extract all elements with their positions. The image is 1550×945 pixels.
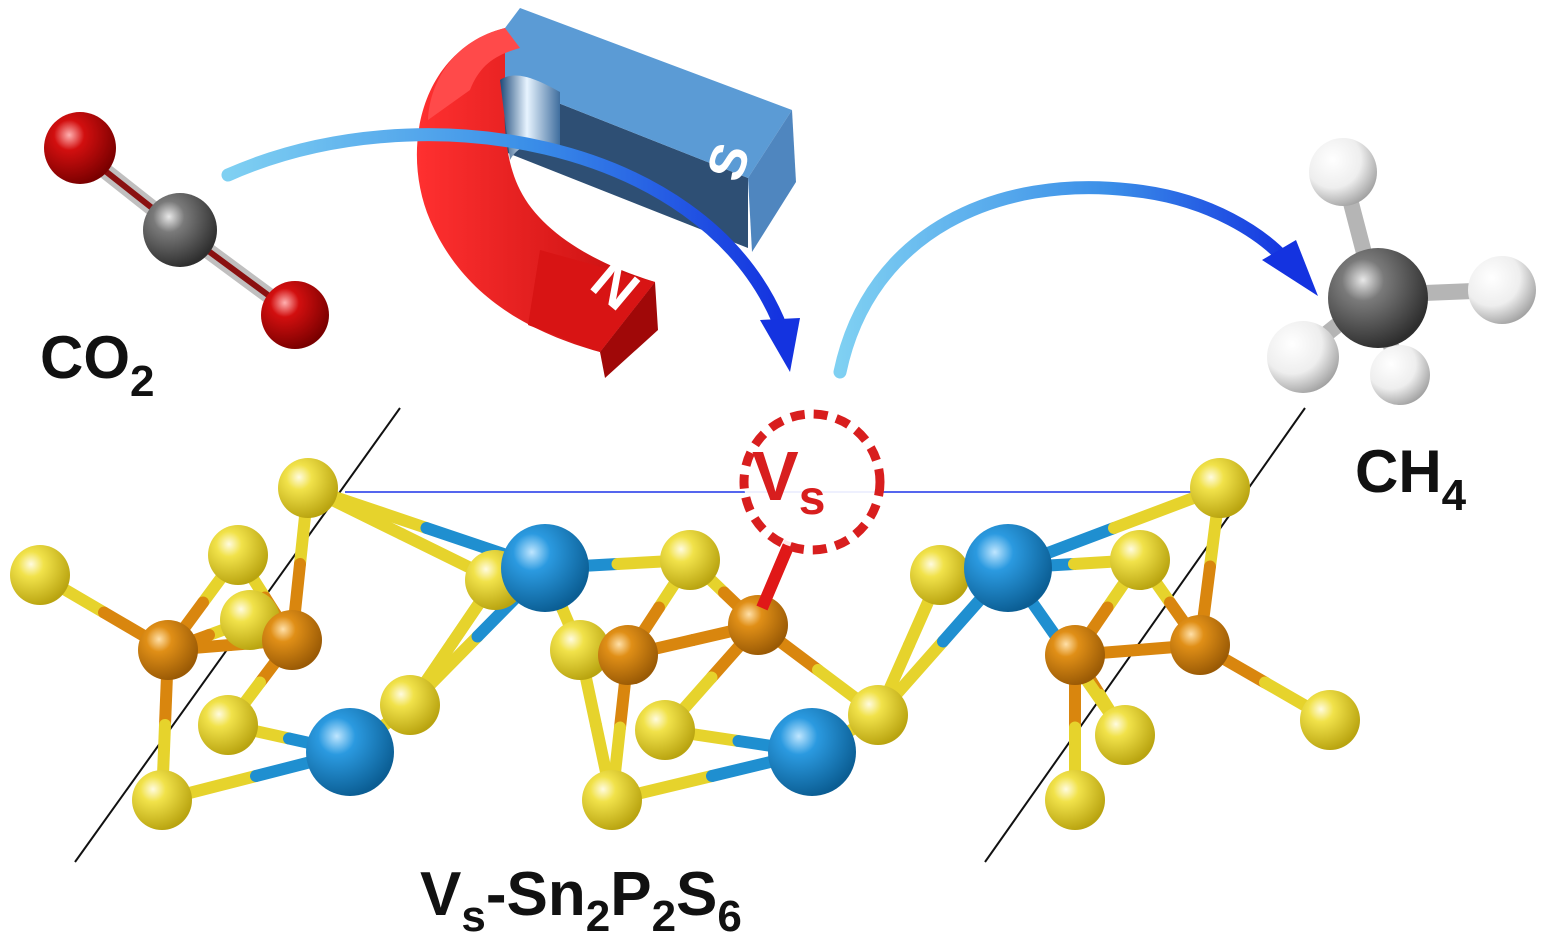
product-label: CH4: [1355, 438, 1467, 520]
ch4-molecule-icon: [1267, 138, 1536, 405]
phosphorus-atom: [262, 610, 322, 670]
sulfur-atom: [380, 675, 440, 735]
phosphorus-atom: [1170, 615, 1230, 675]
phosphorus-atom: [728, 595, 788, 655]
sulfur-atom: [1300, 690, 1360, 750]
sulfur-atom: [132, 770, 192, 830]
crystal-structure: [10, 407, 1360, 863]
phosphorus-atom: [598, 625, 658, 685]
sulfur-atom: [848, 685, 908, 745]
sulfur-atom: [1110, 530, 1170, 590]
sulfur-atom: [1095, 705, 1155, 765]
phosphorus-atom: [1045, 625, 1105, 685]
sulfur-atom: [1045, 770, 1105, 830]
sulfur-atom: [550, 620, 610, 680]
tin-atom: [768, 708, 856, 796]
phosphorus-atom: [138, 620, 198, 680]
material-label: Vs-Sn2P2S6: [420, 860, 742, 941]
tin-atom: [964, 524, 1052, 612]
sulfur-atom: [635, 700, 695, 760]
sulfur-atom: [278, 458, 338, 518]
sulfur-atom: [10, 545, 70, 605]
sulfur-atom: [1190, 458, 1250, 518]
co2-molecule-icon: [44, 112, 329, 349]
arrow-vacancy-to-ch4: [833, 181, 1318, 379]
sulfur-vacancy-marker: Vs: [739, 409, 885, 611]
sulfur-atom: [198, 695, 258, 755]
sulfur-atom: [660, 530, 720, 590]
sulfur-atom: [910, 545, 970, 605]
horseshoe-magnet-icon: [416, 8, 796, 378]
reactant-label: CO2: [40, 324, 154, 406]
vacancy-label: Vs: [752, 437, 825, 525]
sulfur-atom: [582, 770, 642, 830]
tin-atom: [306, 708, 394, 796]
tin-atom: [501, 524, 589, 612]
sulfur-atom: [208, 525, 268, 585]
arrow-co2-to-vacancy: [221, 128, 800, 372]
